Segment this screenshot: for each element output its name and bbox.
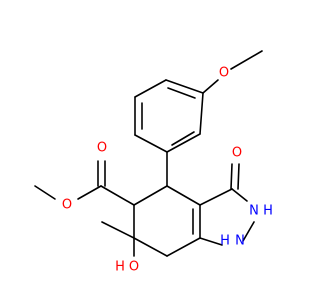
bond-benzene-1 <box>165 79 204 94</box>
bond-methoxy-oxygen-to-aryl <box>202 79 219 94</box>
bond-c6-methyl <box>101 221 135 239</box>
bond-benzene-6 <box>199 92 204 135</box>
bond-ester-oxygen-to-methyl <box>34 185 56 200</box>
bond-benzene-inner-3 <box>171 131 195 146</box>
bond-benzene-5 <box>166 133 201 153</box>
bond-benzene-4 <box>134 134 168 153</box>
atom-ester-carbonyl-oxygen: O <box>97 141 107 156</box>
atom-hydroxyl-oxygen: O <box>129 260 139 275</box>
atom-nitrogen-2: N <box>249 204 259 219</box>
bond-ketone-double-1 <box>230 163 233 190</box>
bond-c5-ester-carbon <box>100 185 135 206</box>
bond-benzene-2 <box>134 79 167 98</box>
bond-c7a-c7 <box>166 237 201 257</box>
bond-c3a-c3 <box>199 188 233 206</box>
bond-benzene-inner-1 <box>167 87 196 99</box>
bond-methyl-to-methoxy-oxygen <box>230 50 263 70</box>
bond-ester-carbon-to-oxygen <box>77 185 102 200</box>
atom-ketone-oxygen: O <box>232 146 242 161</box>
atom-nitrogen-2-hydrogen: H <box>263 204 273 219</box>
bond-c4-c3a <box>166 185 201 206</box>
bond-c7-c6 <box>133 237 168 257</box>
bond-c5-c4 <box>133 185 168 206</box>
atom-hydroxyl-hydrogen: H <box>115 260 125 275</box>
atom-ester-oxygen: O <box>62 198 72 213</box>
bond-ketone-double-2 <box>237 163 240 190</box>
molecule-structure: O O O O N H H N H O <box>34 50 273 275</box>
bond-n2-n1 <box>242 221 255 242</box>
bond-c3-n2 <box>231 188 248 202</box>
atom-nitrogen-1: N <box>235 234 245 249</box>
atom-methoxy-oxygen: O <box>219 66 229 81</box>
bond-n1-c7a <box>199 237 223 246</box>
atom-nitrogen-1-hydrogen: H <box>220 234 230 249</box>
